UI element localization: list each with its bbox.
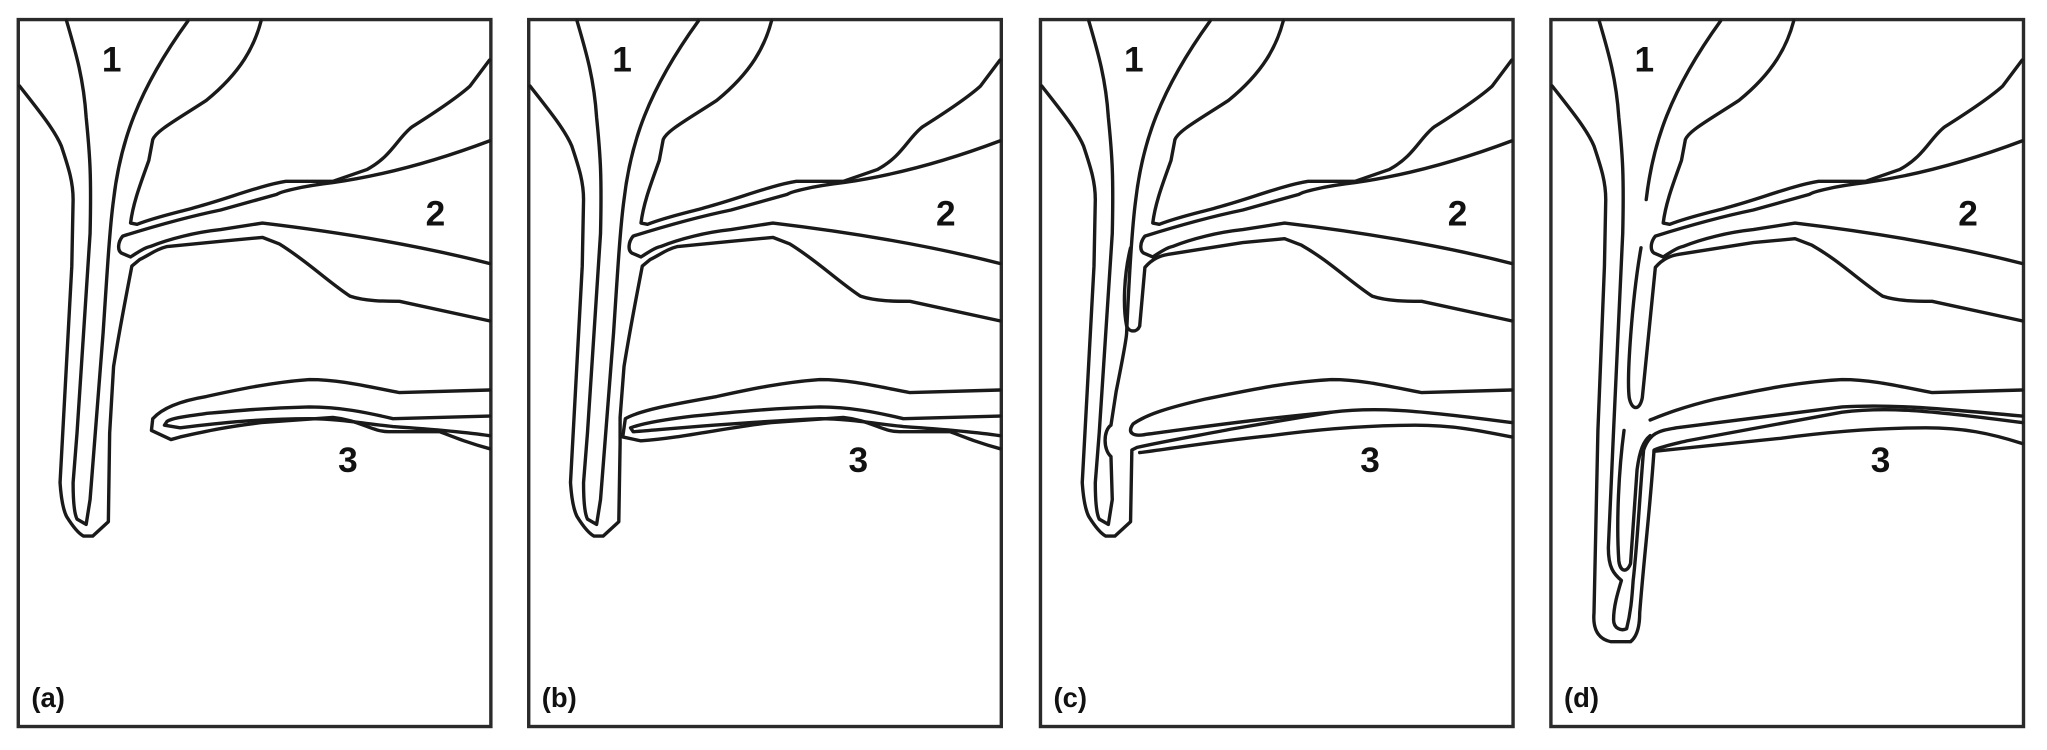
channel-2-label: 2	[936, 195, 956, 234]
channel-1-label: 1	[1124, 41, 1144, 80]
panel-label: (a)	[31, 682, 64, 713]
panel-label: (b)	[542, 682, 577, 713]
channel-3-outer	[149, 377, 492, 451]
channel-1-inner-wall	[575, 19, 701, 527]
channel-1-label: 1	[102, 41, 122, 80]
channel-1-outer-wall	[528, 84, 1002, 538]
channel-1-inner-wall	[1087, 19, 1212, 527]
channel-1-outer-wall	[1040, 84, 1514, 538]
channel-1-label: 1	[1634, 41, 1654, 80]
panel-label: (c)	[1054, 682, 1087, 713]
channel-1-inner-wall	[1597, 19, 2024, 632]
channel-2-label: 2	[1958, 195, 1978, 234]
channel-3-inner	[628, 405, 1002, 438]
channel-3-inner	[1137, 423, 1514, 455]
channel-3-outer	[1648, 377, 2024, 453]
channel-1-added-layer	[1626, 19, 2024, 410]
channel-3-label: 3	[338, 441, 358, 480]
panel-frame	[1549, 17, 2026, 729]
channel-1-label: 1	[612, 41, 632, 80]
panel-d: 1 2 3 (d)	[1549, 17, 2026, 729]
panel-frame	[1038, 17, 1515, 729]
panel-frame	[16, 17, 493, 729]
panel-label: (d)	[1564, 682, 1599, 713]
channel-1-outer-wall	[17, 84, 492, 538]
panel-b: 1 2 3 (b)	[527, 17, 1004, 729]
channel-1-outer-band	[1616, 428, 1652, 572]
channel-3-label: 3	[1360, 441, 1380, 480]
channel-3-label: 3	[1871, 441, 1891, 480]
panel-a: 1 2 3 (a)	[16, 17, 493, 729]
channel-1-added-layer	[1122, 237, 1514, 333]
panel-c: 1 2 3 (c)	[1038, 17, 1515, 729]
panel-frame	[527, 17, 1004, 729]
channel-3-inner	[162, 405, 492, 438]
channel-3-label: 3	[849, 441, 869, 480]
channel-1-outer-wall	[1550, 84, 2024, 644]
channel-1-inner-wall	[64, 19, 190, 527]
channel-2-label: 2	[1448, 195, 1468, 234]
channel-3-outer	[1128, 377, 1514, 437]
channel-2-label: 2	[426, 195, 446, 234]
channel-3-outer	[621, 377, 1002, 451]
